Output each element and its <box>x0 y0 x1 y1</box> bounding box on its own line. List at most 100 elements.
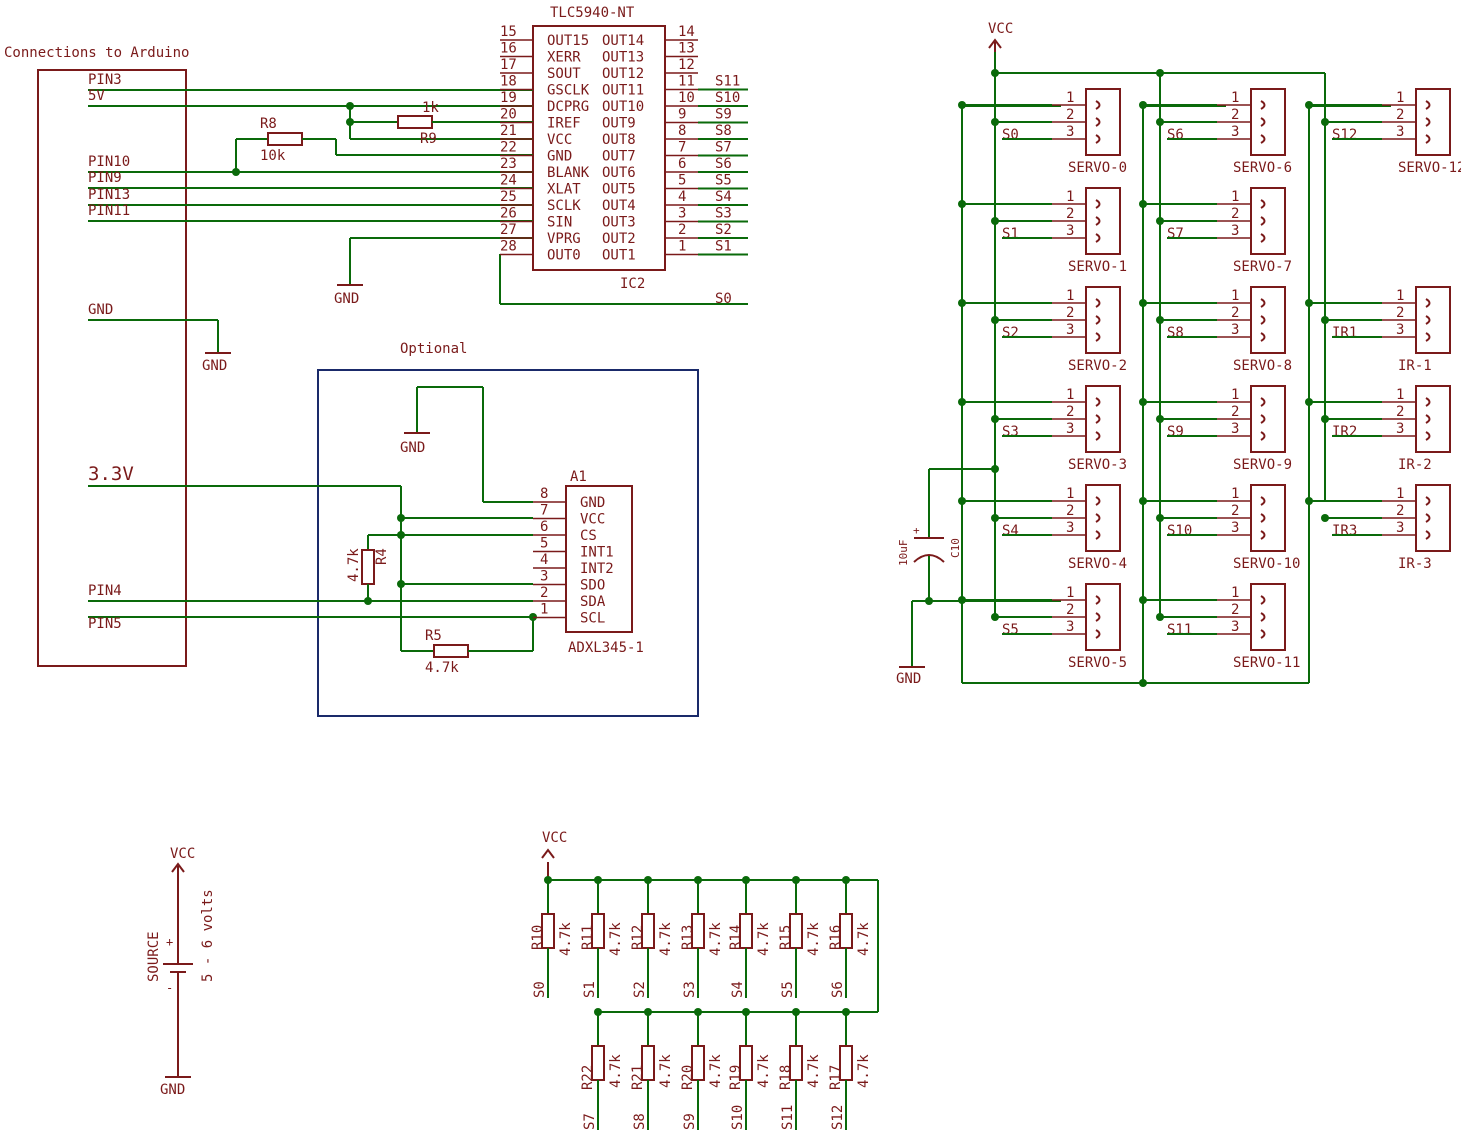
pullup-value: 4.7k <box>708 1054 724 1088</box>
servo-pin-number: 1 <box>1231 90 1239 106</box>
adxl-pin-6-number: 6 <box>540 519 548 535</box>
pullup-name-r22: R22 <box>580 1065 596 1090</box>
ic-pin-sin-label: SIN <box>547 215 572 231</box>
junction <box>594 1008 602 1016</box>
servo-connector-servo-9 <box>1250 385 1286 453</box>
source-minus: - <box>166 981 173 995</box>
ic-pin-16-number: 16 <box>500 41 517 57</box>
pullup-name-r15: R15 <box>778 925 794 950</box>
servo-pin-number: 3 <box>1396 322 1404 338</box>
ic-pin-out5-label: OUT5 <box>602 182 636 198</box>
servo-signal-s8: S8 <box>1167 325 1184 341</box>
servo-connector-servo-3 <box>1085 385 1121 453</box>
r9-value: 1k <box>422 100 439 116</box>
servo-pin-number: 3 <box>1066 520 1074 536</box>
pullup-name-r21: R21 <box>630 1065 646 1090</box>
servo-pin-number: 3 <box>1396 421 1404 437</box>
servo-pin-number: 1 <box>1066 90 1074 106</box>
servo-pin-number: 3 <box>1231 619 1239 635</box>
arduino-header <box>37 69 187 667</box>
servo-label-ir-3: IR-3 <box>1398 556 1432 572</box>
servo-pin-number: 1 <box>1066 486 1074 502</box>
ic-pin-28-number: 28 <box>500 239 517 255</box>
junction <box>958 299 966 307</box>
servo-pin-contact <box>1425 414 1431 424</box>
pullup-value: 4.7k <box>756 1054 772 1088</box>
servo-pin-number: 2 <box>1231 404 1239 420</box>
servo-label-servo-1: SERVO-1 <box>1068 259 1127 275</box>
servo-pin-contact <box>1095 100 1101 110</box>
junction <box>1156 514 1164 522</box>
pullup-signal-s0: S0 <box>532 981 548 998</box>
ic-pin-19-number: 19 <box>500 90 517 106</box>
junction <box>1321 316 1329 324</box>
ic-pin-5-number: 5 <box>678 173 686 189</box>
servo-connector-servo-10 <box>1250 484 1286 552</box>
servo-signal-ir3: IR3 <box>1332 523 1357 539</box>
servo-pin-contact <box>1095 233 1101 243</box>
arduino-pin-gnd: GND <box>88 302 113 318</box>
ic-pin-gnd-label: GND <box>547 149 572 165</box>
ic-pin-dcprg-label: DCPRG <box>547 99 589 115</box>
ic-pin-15-number: 15 <box>500 24 517 40</box>
adxl-pin-2-number: 2 <box>540 585 548 601</box>
pullup-signal-s2: S2 <box>632 981 648 998</box>
servo-pin-number: 1 <box>1396 486 1404 502</box>
ic-pin-12-number: 12 <box>678 57 695 73</box>
ic-pin-13-number: 13 <box>678 41 695 57</box>
servo-label-servo-2: SERVO-2 <box>1068 358 1127 374</box>
ic-pin-sclk-label: SCLK <box>547 198 581 214</box>
pullup-signal-s1: S1 <box>582 981 598 998</box>
servo-pin-contact <box>1260 100 1266 110</box>
junction <box>1156 217 1164 225</box>
gnd-label-optional: GND <box>400 440 425 456</box>
junction <box>1305 497 1313 505</box>
servo-signal-s6: S6 <box>1167 127 1184 143</box>
junction <box>1139 101 1147 109</box>
ic-pin-18-number: 18 <box>500 74 517 90</box>
junction <box>1139 398 1147 406</box>
source-plus: + <box>166 935 173 949</box>
servo-pin-contact <box>1260 397 1266 407</box>
servo-pin-contact <box>1425 530 1431 540</box>
ic-net-label-s4: S4 <box>715 189 732 205</box>
r5-resistor <box>433 644 469 658</box>
servo-connector-servo-0 <box>1085 88 1121 156</box>
servo-pin-number: 2 <box>1066 305 1074 321</box>
servo-signal-s5: S5 <box>1002 622 1019 638</box>
servo-pin-contact <box>1260 496 1266 506</box>
servo-pin-contact <box>1425 134 1431 144</box>
adxl-pin-7-number: 7 <box>540 503 548 519</box>
ic-pin-blank-label: BLANK <box>547 165 590 181</box>
pullup-name-r17: R17 <box>828 1065 844 1090</box>
servo-label-servo-10: SERVO-10 <box>1233 556 1300 572</box>
ic-pin-14-number: 14 <box>678 24 695 40</box>
servo-pin-contact <box>1095 595 1101 605</box>
servo-pin-contact <box>1095 530 1101 540</box>
junction <box>1305 398 1313 406</box>
servo-pin-number: 2 <box>1396 503 1404 519</box>
servo-pin-number: 2 <box>1231 503 1239 519</box>
junction <box>991 613 999 621</box>
servo-pin-number: 1 <box>1396 90 1404 106</box>
servo-pin-contact <box>1425 513 1431 523</box>
ic-pin-sout-label: SOUT <box>547 66 581 82</box>
cap-name: C10 <box>949 538 962 558</box>
servo-pin-contact <box>1425 100 1431 110</box>
servo-signal-ir1: IR1 <box>1332 325 1357 341</box>
r4-label: R4 <box>374 548 390 565</box>
adxl-pin-cs-label: CS <box>580 528 597 544</box>
servo-pin-contact <box>1425 332 1431 342</box>
adxl-pin-int2-label: INT2 <box>580 561 614 577</box>
adxl-pin-1-number: 1 <box>540 602 548 618</box>
r4-resistor <box>361 549 375 585</box>
servo-pin-contact <box>1095 414 1101 424</box>
pullup-value: 4.7k <box>558 922 574 956</box>
ic-pin-21-number: 21 <box>500 123 517 139</box>
servo-pin-number: 3 <box>1231 421 1239 437</box>
servo-pin-contact <box>1260 629 1266 639</box>
junction <box>1139 299 1147 307</box>
junction <box>1139 596 1147 604</box>
ic-pin-out7-label: OUT7 <box>602 149 636 165</box>
junction <box>958 497 966 505</box>
